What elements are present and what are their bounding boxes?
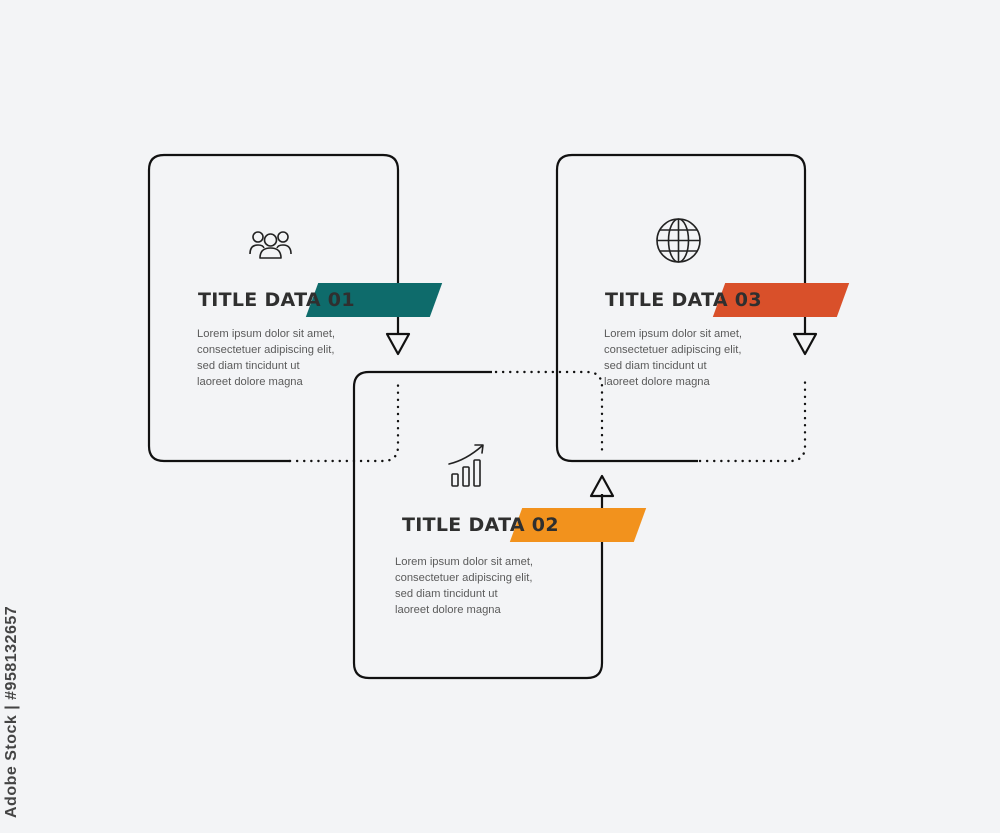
step-title-03: TITLE DATA 03 [605, 289, 762, 311]
dotted-connector-02 [494, 370, 604, 454]
card-outline-02 [352, 370, 604, 680]
arrowhead-down-01 [385, 332, 411, 356]
card-outline-03 [555, 153, 807, 463]
people-group-icon [249, 231, 292, 259]
step-description-02: Lorem ipsum dolor sit amet, consectetuer… [395, 556, 534, 616]
arrowhead-up-02 [589, 474, 615, 498]
step-title-02: TITLE DATA 02 [402, 514, 559, 536]
step-description-01: Lorem ipsum dolor sit amet, consectetuer… [197, 328, 336, 388]
step-description-03: Lorem ipsum dolor sit amet, consectetuer… [604, 328, 743, 388]
dotted-connector-01 [288, 378, 400, 463]
arrowhead-down-03 [792, 332, 818, 356]
growth-chart-icon [448, 444, 484, 487]
step-title-01: TITLE DATA 01 [198, 289, 355, 311]
dotted-connector-03 [698, 378, 807, 463]
card-outline-01 [147, 153, 400, 463]
globe-icon [656, 218, 701, 263]
stock-id-label: Adobe Stock | #958132657 [3, 605, 20, 818]
